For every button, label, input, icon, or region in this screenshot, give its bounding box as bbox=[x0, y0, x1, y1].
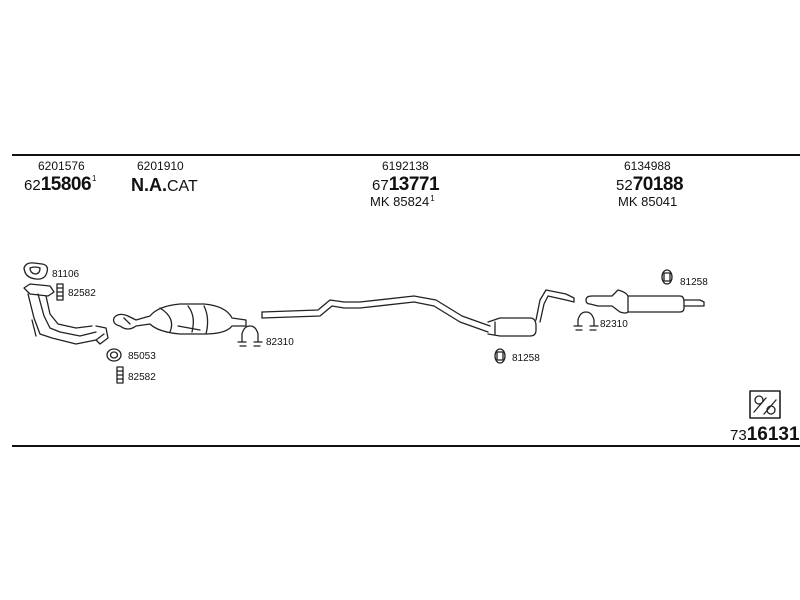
label-front-bolts-bottom: 82582 bbox=[128, 372, 156, 383]
mk-number-3-text: MK 85824 bbox=[370, 194, 430, 209]
rear-silencer[interactable] bbox=[585, 289, 705, 314]
part-number-1-prefix: 62 bbox=[24, 177, 41, 194]
part-number-1-main: 15806 bbox=[40, 174, 92, 195]
part-number-3[interactable]: 6713771 bbox=[372, 174, 440, 195]
part-ref-3: 6192138 bbox=[382, 159, 429, 173]
label-front-gasket: 81106 bbox=[52, 269, 80, 280]
catalyst-label-suffix: CAT bbox=[167, 178, 198, 195]
catalytic-converter[interactable] bbox=[112, 303, 247, 335]
mk-number-4[interactable]: MK 85041 bbox=[618, 194, 678, 209]
part-number-3-main: 13771 bbox=[388, 174, 440, 195]
part-ref-1: 6201576 bbox=[38, 159, 85, 173]
kit-number-main: 16131 bbox=[746, 424, 800, 445]
front-bolts-top[interactable] bbox=[56, 283, 64, 301]
front-gasket[interactable] bbox=[23, 262, 49, 280]
catalyst-label-main: N.A. bbox=[131, 175, 167, 195]
label-front-ring: 85053 bbox=[128, 351, 156, 362]
part-number-1-sup: 1 bbox=[92, 174, 97, 183]
label-front-clamp: 82310 bbox=[266, 337, 294, 348]
bottom-rule bbox=[12, 445, 800, 447]
middle-rubber-mount[interactable] bbox=[494, 348, 506, 364]
top-rule bbox=[12, 154, 800, 156]
part-ref-2: 6201910 bbox=[137, 159, 184, 173]
part-number-3-prefix: 67 bbox=[372, 177, 389, 194]
part-number-1[interactable]: 62158061 bbox=[24, 174, 97, 195]
rear-rubber-mount[interactable] bbox=[661, 269, 673, 285]
front-downpipe[interactable] bbox=[23, 283, 109, 345]
kit-number-prefix: 73 bbox=[730, 427, 747, 444]
part-number-4[interactable]: 5270188 bbox=[616, 174, 684, 195]
exhaust-parts-icon bbox=[749, 390, 781, 419]
front-bolts-bottom[interactable] bbox=[116, 366, 124, 384]
part-number-4-main: 70188 bbox=[632, 174, 684, 195]
rear-clamp[interactable] bbox=[573, 311, 599, 331]
mk-number-3-sup: 1 bbox=[430, 194, 435, 203]
front-clamp[interactable] bbox=[237, 325, 263, 347]
label-rear-rubber: 81258 bbox=[680, 277, 708, 288]
label-middle-rubber: 81258 bbox=[512, 353, 540, 364]
label-rear-clamp: 82310 bbox=[600, 319, 628, 330]
front-ring[interactable] bbox=[106, 348, 122, 362]
part-ref-4: 6134988 bbox=[624, 159, 671, 173]
mk-number-3[interactable]: MK 858241 bbox=[370, 194, 435, 209]
middle-pipe[interactable] bbox=[261, 289, 575, 337]
part-number-4-prefix: 52 bbox=[616, 177, 633, 194]
catalyst-label[interactable]: N.A.CAT bbox=[131, 176, 198, 195]
label-front-bolts-top: 82582 bbox=[68, 288, 96, 299]
kit-number[interactable]: 7316131 bbox=[730, 424, 800, 446]
